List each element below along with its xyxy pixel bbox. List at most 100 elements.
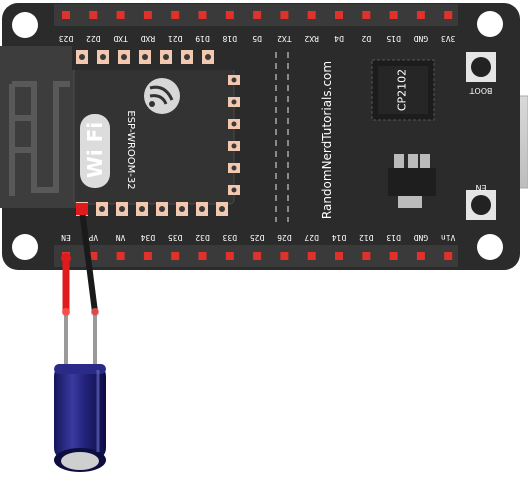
- module-pad-hole: [79, 54, 85, 60]
- header-pin-d4: [335, 11, 343, 19]
- module-pad-hole: [121, 54, 127, 60]
- usb-chip-label: CP2102: [396, 69, 409, 111]
- header-pin-txd: [116, 11, 125, 19]
- header-pin-gnd: [416, 252, 425, 260]
- pin-label: 3V3: [441, 34, 456, 43]
- module-pad-hole: [100, 54, 106, 60]
- header-pin-d34: [143, 252, 152, 260]
- pin-label: TXD: [113, 34, 128, 43]
- en-button-label: EN: [475, 183, 486, 192]
- header-pin-d5: [253, 11, 262, 19]
- mounting-hole: [12, 12, 38, 38]
- pin-label: TX2: [277, 34, 292, 43]
- header-pin-d12: [362, 252, 371, 260]
- header-pin-vp: [89, 252, 98, 260]
- module-pad-hole: [231, 121, 237, 127]
- top-header-pins: [62, 11, 453, 19]
- header-pin-d15: [389, 11, 398, 19]
- vp-pad-highlight: [76, 203, 88, 215]
- module-pad-hole: [99, 206, 105, 212]
- pin-label: D27: [304, 233, 319, 242]
- black-wire: [79, 207, 98, 315]
- boot-button-cap[interactable]: [471, 57, 491, 77]
- module-label: ESP-WROOM-32: [125, 110, 136, 189]
- pin-label: D19: [195, 34, 210, 43]
- header-pin-d23: [62, 11, 70, 19]
- module-pad-hole: [139, 206, 145, 212]
- header-pin-d18: [225, 11, 234, 19]
- module-pad-hole: [179, 206, 185, 212]
- module-pad-hole: [163, 54, 169, 60]
- module-pad-hole: [231, 165, 237, 171]
- electrolytic-capacitor: [54, 364, 106, 472]
- module-pad-hole: [231, 143, 237, 149]
- pin-label: D12: [359, 233, 374, 242]
- module-pad-hole: [231, 99, 237, 105]
- mounting-hole: [477, 234, 503, 260]
- module-pad-hole: [231, 77, 237, 83]
- pin-label: GND: [413, 34, 428, 43]
- en-pin-highlight: [61, 253, 71, 263]
- wifi-logo: Wi Fi: [80, 114, 110, 188]
- header-pin-gnd: [416, 11, 425, 19]
- mounting-hole: [12, 234, 38, 260]
- voltage-regulator: [388, 154, 436, 208]
- pin-label: RX2: [304, 34, 319, 43]
- header-pin-d32: [198, 252, 207, 260]
- header-pin-rxd: [143, 11, 152, 19]
- header-pin-d27: [307, 252, 316, 260]
- pin-label: RXD: [140, 34, 155, 43]
- pin-label: EN: [61, 233, 71, 242]
- header-pin-tx2: [280, 11, 289, 19]
- header-pin-d33: [225, 252, 234, 260]
- module-pad-hole: [119, 206, 125, 212]
- header-pin-d22: [89, 11, 98, 19]
- pin-label: Vin: [441, 233, 456, 242]
- espressif-logo-icon: [144, 78, 180, 114]
- wifi-logo-text: Wi Fi: [83, 122, 107, 178]
- pin-label: D22: [86, 34, 101, 43]
- brand-text: RandomNerdTutorials.com: [320, 61, 334, 219]
- module-pad-hole: [184, 54, 190, 60]
- en-button-cap[interactable]: [471, 195, 491, 215]
- wire-end: [91, 308, 99, 316]
- header-pin-d14: [335, 252, 343, 260]
- pin-label: D33: [222, 233, 237, 242]
- pin-label: D34: [140, 233, 155, 242]
- pin-label: D21: [168, 34, 183, 43]
- pin-label: D13: [386, 233, 401, 242]
- bottom-header-pins: [62, 252, 453, 260]
- pin-label: D18: [222, 34, 237, 43]
- bottom-pin-labels: EN VP VN D34 D35 D32 D33 D25 D26 D27 D14 D12 D13 GND V…: [61, 233, 455, 242]
- module-pad-hole: [142, 54, 148, 60]
- header-pin-d21: [171, 11, 180, 19]
- pin-label: D26: [277, 233, 292, 242]
- pin-label: GND: [413, 233, 428, 242]
- header-pin-d19: [198, 11, 207, 19]
- header-pin-d2: [362, 11, 371, 19]
- header-pin-d26: [280, 252, 289, 260]
- header-pin-d35: [171, 252, 180, 260]
- pin-label: D35: [168, 233, 183, 242]
- module-pad-hole: [219, 206, 225, 212]
- module-pad-hole: [159, 206, 165, 212]
- cp2102-chip: CP2102: [371, 59, 435, 121]
- header-pin-vn: [116, 252, 125, 260]
- pin-label: D25: [250, 233, 265, 242]
- module-pad-hole: [205, 54, 211, 60]
- pin-label: VP: [88, 233, 98, 242]
- header-pin-vin: [444, 252, 453, 260]
- header-pin-rx2: [307, 11, 316, 19]
- pin-label: D14: [332, 233, 347, 242]
- pin-label: D32: [195, 233, 210, 242]
- module-pad-hole: [199, 206, 205, 212]
- pin-label: D4: [334, 34, 344, 43]
- boot-button-label: BOOT: [469, 86, 492, 95]
- pcb-antenna-trace: [9, 81, 70, 196]
- pin-label: D23: [59, 34, 74, 43]
- header-pin-d25: [253, 252, 262, 260]
- pin-label: D15: [386, 34, 401, 43]
- pin-label: VN: [116, 233, 126, 242]
